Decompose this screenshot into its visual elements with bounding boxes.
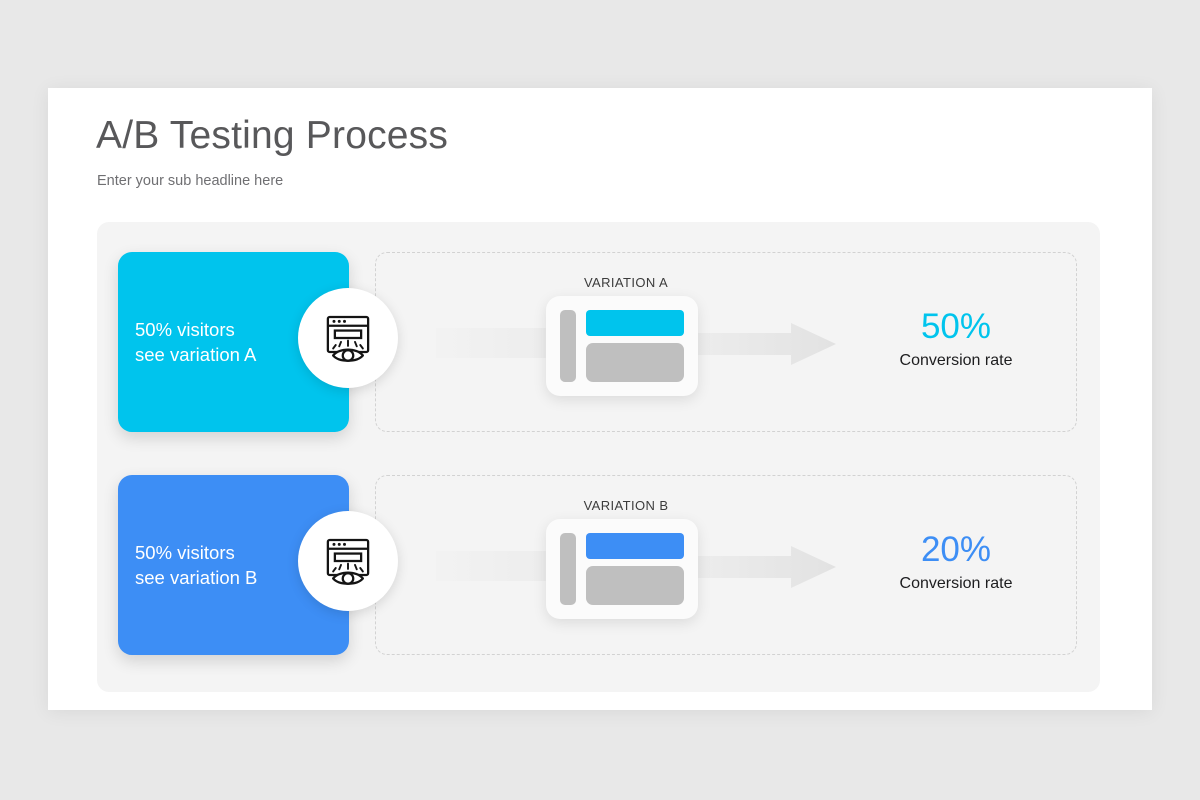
variation-label-a: VARIATION A	[583, 275, 669, 290]
variation-row-a: 50% visitors see variation A	[97, 252, 1100, 432]
slide-canvas: A/B Testing Process Enter your sub headl…	[48, 88, 1152, 710]
conversion-stat-a: 50% Conversion rate	[846, 305, 1066, 373]
wireframe-content-a	[586, 343, 684, 382]
wireframe-topbar-b	[586, 533, 684, 559]
variation-panel-a: VARIATION A	[375, 252, 1077, 432]
wireframe-sidebar-a	[560, 310, 576, 382]
browser-eye-icon	[320, 533, 376, 589]
variation-row-b: 50% visitors see variation B	[97, 475, 1100, 655]
wireframe-sidebar-b	[560, 533, 576, 605]
conversion-value-b: 20%	[920, 530, 992, 569]
conversion-value-a: 50%	[920, 307, 992, 346]
wireframe-mock-a[interactable]	[546, 296, 698, 396]
flow-arrow-b	[691, 546, 836, 588]
page-title: A/B Testing Process	[96, 114, 449, 157]
wireframe-content-b	[586, 566, 684, 605]
conversion-label-b: Conversion rate	[899, 575, 1013, 592]
wireframe-mock-b[interactable]	[546, 519, 698, 619]
page-subtitle: Enter your sub headline here	[97, 173, 284, 189]
variation-label-b: VARIATION B	[583, 498, 669, 513]
variation-panel-b: VARIATION B	[375, 475, 1077, 655]
wireframe-topbar-a	[586, 310, 684, 336]
browser-eye-icon-circle-b[interactable]	[298, 511, 398, 611]
conversion-stat-b: 20% Conversion rate	[846, 528, 1066, 596]
browser-eye-icon	[320, 310, 376, 366]
browser-eye-icon-circle-a[interactable]	[298, 288, 398, 388]
visitor-card-label-b: 50% visitors see variation B	[135, 542, 258, 588]
flow-arrow-a	[691, 323, 836, 365]
visitor-card-label-a: 50% visitors see variation A	[135, 319, 257, 365]
diagram-panel: 50% visitors see variation A	[97, 222, 1100, 692]
conversion-label-a: Conversion rate	[899, 352, 1013, 369]
